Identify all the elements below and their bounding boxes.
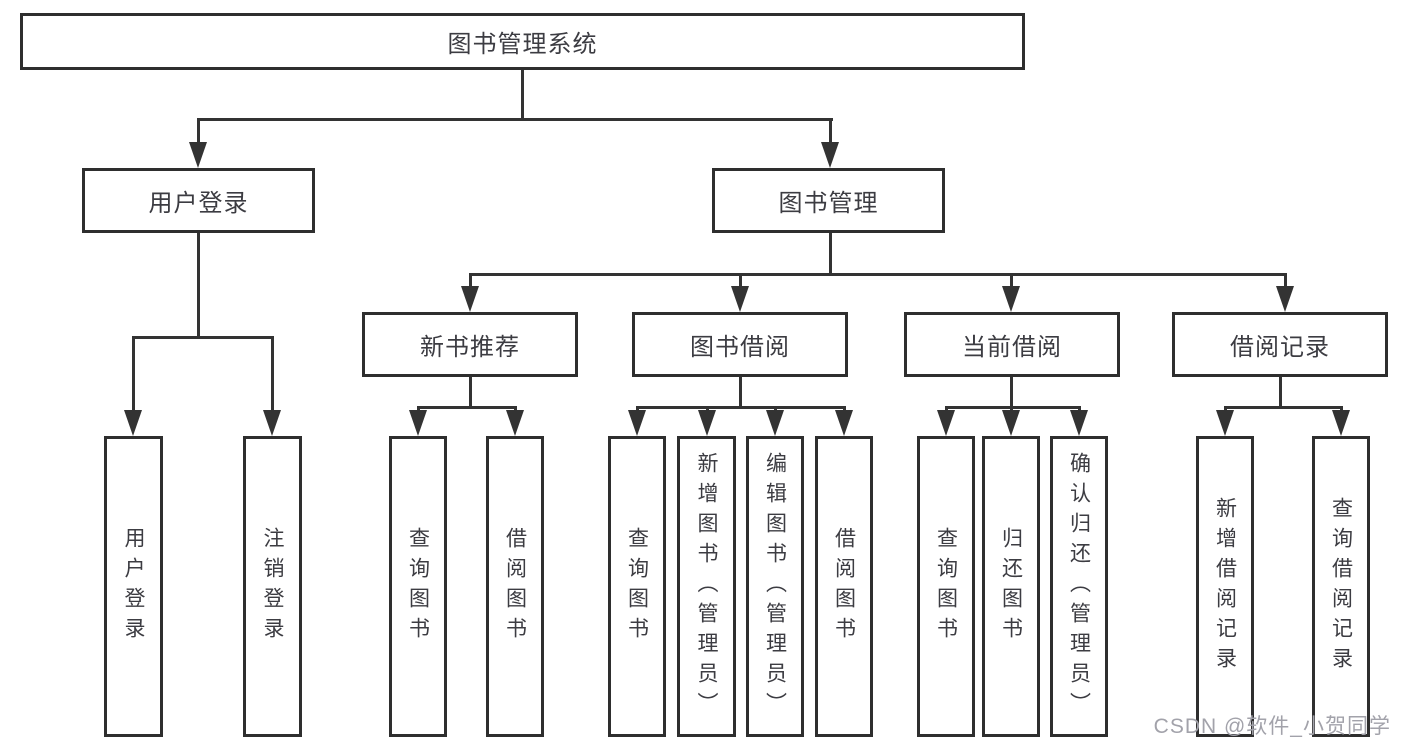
- arrow-down-icon: [835, 410, 853, 436]
- arrow-down-icon: [1332, 410, 1350, 436]
- node-new-book-rec-label: 新书推荐: [420, 334, 520, 361]
- node-book-mgmt: 图书管理: [712, 168, 945, 233]
- node-leaf-bb-query-books-label: 查询图书: [625, 526, 649, 647]
- node-new-book-rec: 新书推荐: [362, 312, 578, 377]
- arrow-down-icon: [937, 410, 955, 436]
- node-current-borrow: 当前借阅: [904, 312, 1120, 377]
- node-leaf-cb-query-books: 查询图书: [917, 436, 975, 737]
- connector-book-borrow-bar: [636, 406, 846, 409]
- node-leaf-user-login-label: 用户登录: [122, 526, 145, 647]
- node-leaf-cb-confirm-return-admin-label: 确认归还（管理员）: [1067, 451, 1091, 722]
- connector-book-mgmt-bar: [469, 273, 1287, 276]
- node-leaf-rec-query-books: 查询图书: [389, 436, 447, 737]
- connector-to-cb-return: [1010, 406, 1013, 412]
- connector-root-bar: [197, 118, 833, 121]
- connector-user-login-bar: [132, 336, 274, 339]
- connector-to-login-leaf: [132, 336, 135, 411]
- connector-to-logout-leaf: [271, 336, 274, 411]
- node-leaf-rec-query-books-label: 查询图书: [406, 526, 430, 647]
- arrow-down-icon: [263, 410, 281, 436]
- connector-to-borrow-records: [1284, 273, 1287, 287]
- node-leaf-rec-borrow-books: 借阅图书: [486, 436, 544, 737]
- node-leaf-rec-borrow-books-label: 借阅图书: [503, 526, 527, 647]
- node-leaf-user-login: 用户登录: [104, 436, 163, 737]
- connector-new-book-rec-stem: [469, 377, 472, 406]
- node-leaf-br-query-record-label: 查询借阅记录: [1329, 496, 1353, 677]
- connector-to-user-login: [197, 118, 200, 143]
- connector-borrow-records-stem: [1279, 377, 1282, 406]
- arrow-down-icon: [1070, 410, 1088, 436]
- node-current-borrow-label: 当前借阅: [962, 334, 1062, 361]
- connector-new-book-rec-bar: [417, 406, 517, 409]
- arrow-down-icon: [821, 142, 839, 168]
- node-leaf-br-query-record: 查询借阅记录: [1312, 436, 1370, 737]
- arrow-down-icon: [628, 410, 646, 436]
- connector-root-stem: [521, 70, 524, 118]
- connector-to-rec-query: [417, 406, 420, 412]
- connector-to-cb-query: [945, 406, 948, 412]
- node-leaf-cb-query-books-label: 查询图书: [934, 526, 958, 647]
- arrow-down-icon: [124, 410, 142, 436]
- node-user-login-label: 用户登录: [148, 190, 249, 217]
- node-leaf-br-add-record: 新增借阅记录: [1196, 436, 1254, 737]
- node-book-borrow: 图书借阅: [632, 312, 848, 377]
- arrow-down-icon: [189, 142, 207, 168]
- connector-to-br-query: [1340, 406, 1343, 412]
- node-leaf-bb-query-books: 查询图书: [608, 436, 666, 737]
- node-leaf-bb-add-books-admin-label: 新增图书（管理员）: [695, 451, 718, 722]
- connector-to-book-mgmt: [829, 118, 832, 143]
- connector-to-bb-add: [706, 406, 709, 412]
- node-library-management-system-label: 图书管理系统: [447, 31, 598, 58]
- node-borrow-records: 借阅记录: [1172, 312, 1388, 377]
- node-user-login: 用户登录: [82, 168, 315, 233]
- arrow-down-icon: [506, 410, 524, 436]
- connector-to-current-borrow: [1010, 273, 1013, 287]
- connector-book-mgmt-stem: [829, 233, 832, 273]
- node-library-management-system: 图书管理系统: [20, 13, 1025, 70]
- node-leaf-bb-add-books-admin: 新增图书（管理员）: [677, 436, 736, 737]
- arrow-down-icon: [698, 410, 716, 436]
- csdn-watermark: CSDN @软件_小贺同学: [1153, 715, 1391, 738]
- connector-to-new-book-rec: [469, 273, 472, 287]
- node-leaf-bb-edit-books-admin-label: 编辑图书（管理员）: [763, 451, 787, 722]
- node-leaf-br-add-record-label: 新增借阅记录: [1213, 496, 1237, 677]
- node-leaf-bb-borrow-books-label: 借阅图书: [832, 526, 856, 647]
- connector-user-login-stem: [197, 233, 200, 336]
- arrow-down-icon: [731, 286, 749, 312]
- node-leaf-bb-edit-books-admin: 编辑图书（管理员）: [746, 436, 804, 737]
- arrow-down-icon: [409, 410, 427, 436]
- connector-current-borrow-bar: [945, 406, 1081, 409]
- node-leaf-bb-borrow-books: 借阅图书: [815, 436, 873, 737]
- connector-to-book-borrow: [739, 273, 742, 287]
- node-leaf-logout-label: 注销登录: [261, 526, 284, 647]
- node-leaf-logout: 注销登录: [243, 436, 302, 737]
- connector-to-bb-edit: [774, 406, 777, 412]
- connector-to-br-add: [1224, 406, 1227, 412]
- node-borrow-records-label: 借阅记录: [1230, 334, 1330, 361]
- connector-current-borrow-stem: [1010, 377, 1013, 406]
- arrow-down-icon: [461, 286, 479, 312]
- arrow-down-icon: [1002, 410, 1020, 436]
- connector-to-bb-borrow: [843, 406, 846, 412]
- node-leaf-cb-return-books-label: 归还图书: [999, 526, 1023, 647]
- arrow-down-icon: [1002, 286, 1020, 312]
- connector-to-bb-query: [636, 406, 639, 412]
- connector-to-rec-borrow: [514, 406, 517, 412]
- node-leaf-cb-confirm-return-admin: 确认归还（管理员）: [1050, 436, 1108, 737]
- node-book-borrow-label: 图书借阅: [690, 334, 790, 361]
- connector-to-cb-confirm: [1078, 406, 1081, 412]
- node-leaf-cb-return-books: 归还图书: [982, 436, 1040, 737]
- arrow-down-icon: [1216, 410, 1234, 436]
- arrow-down-icon: [1276, 286, 1294, 312]
- connector-borrow-records-bar: [1224, 406, 1343, 409]
- arrow-down-icon: [766, 410, 784, 436]
- node-book-mgmt-label: 图书管理: [778, 190, 879, 217]
- connector-book-borrow-stem: [739, 377, 742, 406]
